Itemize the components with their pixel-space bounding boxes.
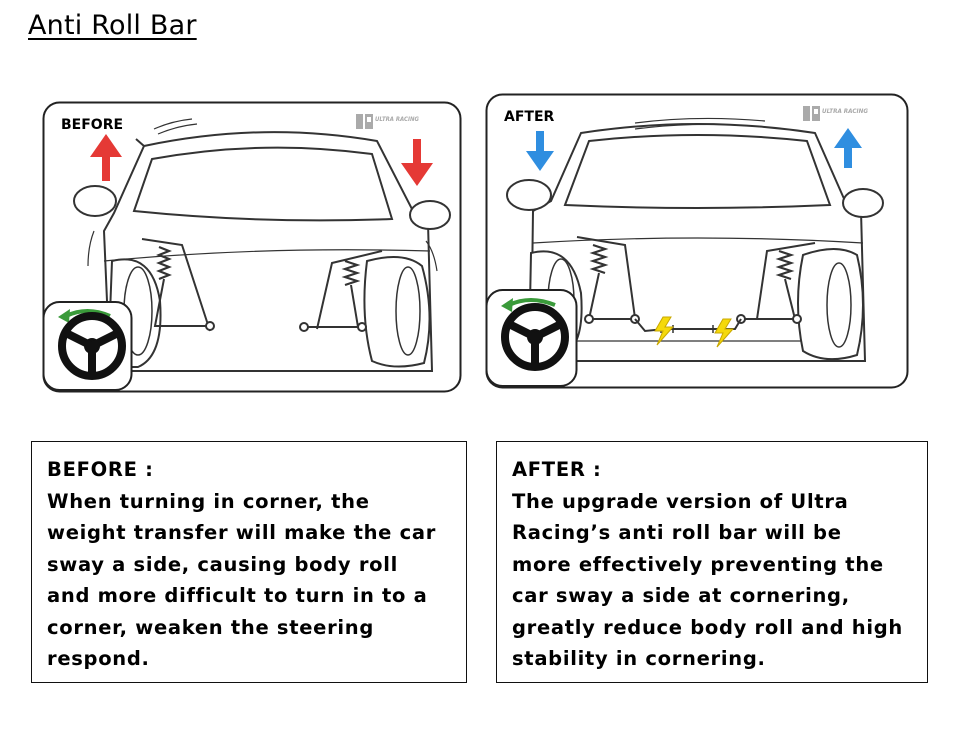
before-description-box: BEFORE : When turning in corner, the wei… [31, 441, 467, 683]
left-suspension [576, 236, 640, 324]
before-illustration: BEFORE ULTRA RACING [42, 101, 462, 393]
brand-logo-icon: ULTRA RACING [803, 106, 869, 121]
red-up-arrow-icon [90, 134, 122, 181]
steering-badge [42, 301, 133, 391]
before-heading: BEFORE : [47, 458, 154, 481]
red-down-arrow-icon [401, 139, 433, 186]
after-illustration: AFTER ULTRA RACING [485, 93, 909, 389]
brand-logo-icon: ULTRA RACING [356, 114, 420, 129]
steering-badge [485, 289, 578, 387]
after-description-box: AFTER : The upgrade version of Ultra Rac… [496, 441, 928, 683]
steering-wheel-icon [501, 303, 569, 371]
lightning-bolt-icon [714, 318, 735, 348]
blue-down-arrow-icon [526, 131, 554, 171]
car-body [73, 118, 451, 372]
svg-text:ULTRA RACING: ULTRA RACING [822, 107, 869, 115]
after-description: The upgrade version of Ultra Racing’s an… [512, 489, 904, 671]
svg-text:ULTRA RACING: ULTRA RACING [375, 115, 420, 123]
after-label: AFTER [504, 109, 555, 125]
before-label: BEFORE [61, 117, 123, 133]
steering-wheel-icon [58, 312, 126, 380]
left-suspension [141, 238, 215, 332]
lightning-bolt-icon [654, 316, 675, 346]
page-title: Anti Roll Bar [28, 10, 197, 41]
right-wheel [797, 248, 864, 361]
right-wheel [363, 256, 431, 368]
right-suspension [736, 242, 816, 324]
before-description: When turning in corner, the weight trans… [47, 489, 437, 671]
blue-up-arrow-icon [834, 128, 862, 168]
right-suspension [299, 250, 383, 332]
after-heading: AFTER : [512, 458, 602, 481]
car-body [506, 117, 884, 362]
